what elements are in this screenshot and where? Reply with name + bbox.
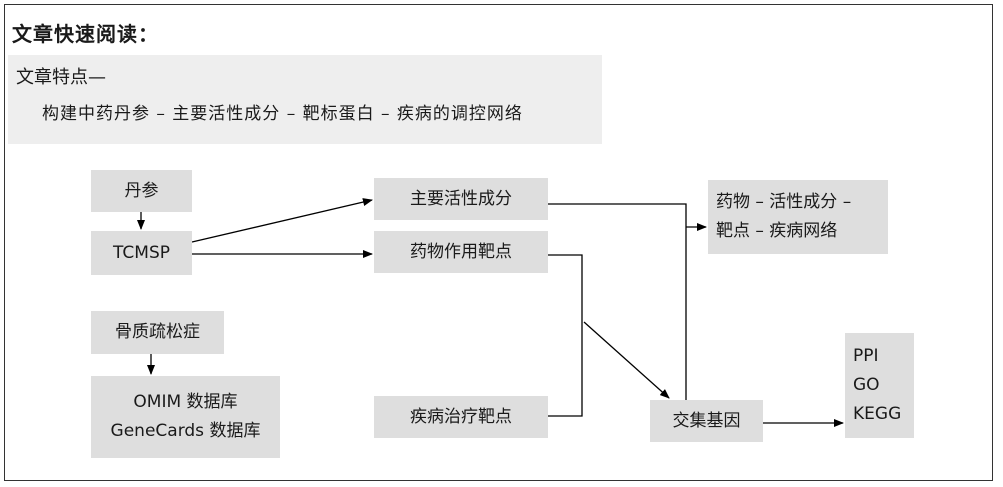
node-disease-targets: 疾病治疗靶点 bbox=[374, 396, 548, 438]
node-tcmsp: TCMSP bbox=[91, 231, 192, 275]
analysis-go: GO bbox=[853, 375, 880, 395]
node-intersection-genes: 交集基因 bbox=[650, 400, 763, 442]
analysis-kegg: KEGG bbox=[853, 404, 902, 424]
feature-heading: 文章特点— bbox=[16, 67, 106, 88]
network-line-1: 药物 – 活性成分 – bbox=[716, 192, 852, 212]
connector-ingredients-network bbox=[548, 203, 687, 411]
feature-text: 构建中药丹参 – 主要活性成分 – 靶标蛋白 – 疾病的调控网络 bbox=[42, 104, 523, 124]
node-danshen: 丹参 bbox=[91, 170, 192, 212]
connector-drug-targets bbox=[548, 254, 583, 417]
feature-panel: 文章特点— 构建中药丹参 – 主要活性成分 – 靶标蛋白 – 疾病的调控网络 bbox=[8, 55, 602, 144]
page-title: 文章快速阅读： bbox=[12, 22, 159, 46]
node-drug-targets: 药物作用靶点 bbox=[374, 231, 548, 273]
arrow-to-intersection bbox=[583, 321, 670, 399]
node-osteoporosis: 骨质疏松症 bbox=[91, 311, 224, 354]
database-omim: OMIM 数据库 bbox=[133, 392, 238, 412]
node-active-ingredients: 主要活性成分 bbox=[374, 178, 548, 220]
node-databases: OMIM 数据库 GeneCards 数据库 bbox=[91, 376, 280, 458]
arrow-tcmsp-ingredients bbox=[191, 198, 373, 243]
network-line-2: 靶点 – 疾病网络 bbox=[716, 221, 838, 241]
node-analyses: PPI GO KEGG bbox=[845, 333, 914, 438]
database-genecards: GeneCards 数据库 bbox=[110, 421, 261, 441]
node-network: 药物 – 活性成分 – 靶点 – 疾病网络 bbox=[708, 180, 888, 254]
analysis-ppi: PPI bbox=[853, 346, 879, 366]
